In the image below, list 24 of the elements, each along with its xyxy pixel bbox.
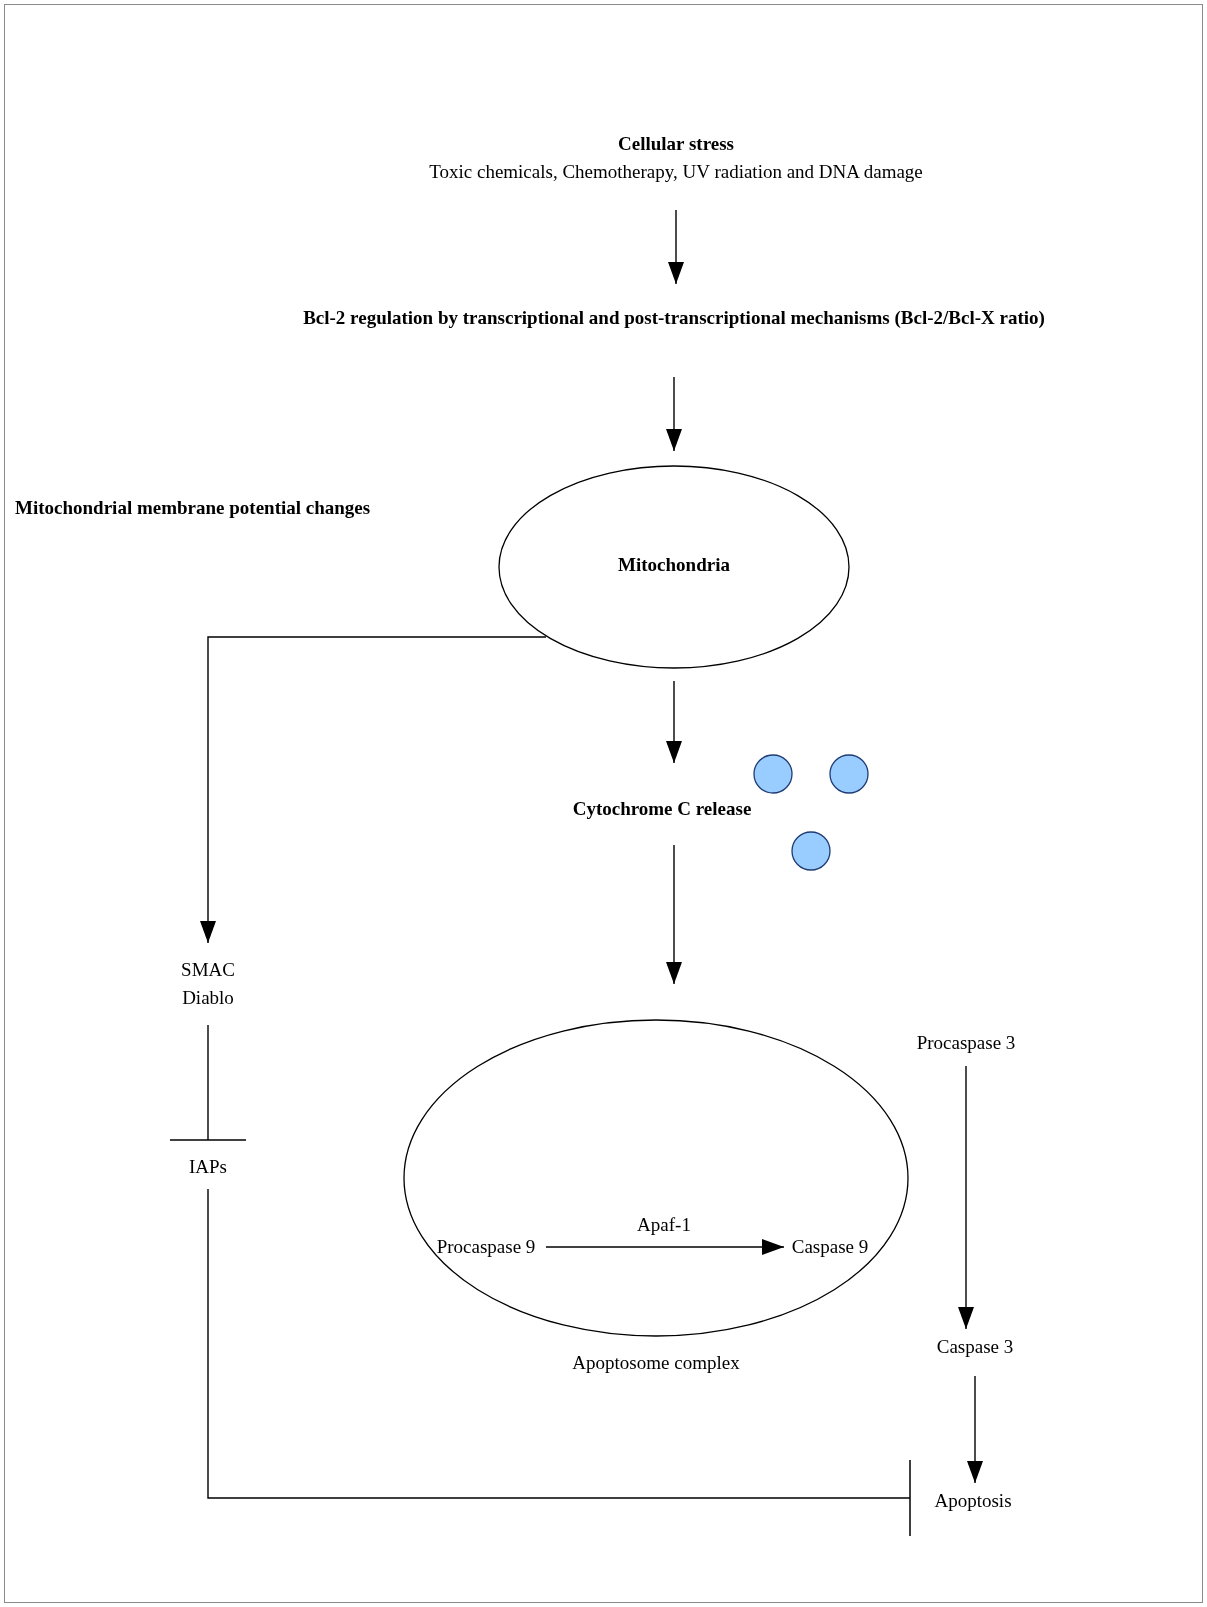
text-label: SMAC Diablo: [180, 958, 236, 1010]
text-label: Bcl-2 regulation by transcriptional and post-transcriptional mechanisms (Bcl-2/Bcl-X ratio): [303, 306, 1045, 330]
text-label: Mitochondria: [618, 554, 730, 575]
text-label: Caspase 3: [936, 1335, 1014, 1359]
text-label: Apoptosome complex: [572, 1352, 740, 1373]
inhibition-line: [169, 1024, 247, 1141]
arrow: [545, 1239, 785, 1255]
text-label: Cytochrome C release: [572, 797, 752, 821]
arrow: [200, 636, 547, 944]
text-label: Caspase 9: [791, 1235, 869, 1259]
arrow: [666, 680, 682, 764]
side-label: Mitochondrial membrane potential changes: [15, 496, 371, 520]
text-label: Toxic chemicals, Chemotherapy, UV radiation and DNA damage: [429, 160, 923, 184]
arrow: [666, 376, 682, 452]
text-label: Procaspase 3: [916, 1031, 1016, 1055]
text-label: Apoptosis: [934, 1489, 1012, 1513]
text-label: Cellular stress: [618, 132, 734, 156]
inhibition-line: [207, 1188, 911, 1537]
arrow: [958, 1065, 974, 1330]
arrow: [666, 844, 682, 985]
arrow: [668, 209, 684, 285]
arrow: [967, 1375, 983, 1484]
text-label: IAPs: [189, 1155, 227, 1179]
text-label: Procaspase 9: [436, 1235, 536, 1259]
